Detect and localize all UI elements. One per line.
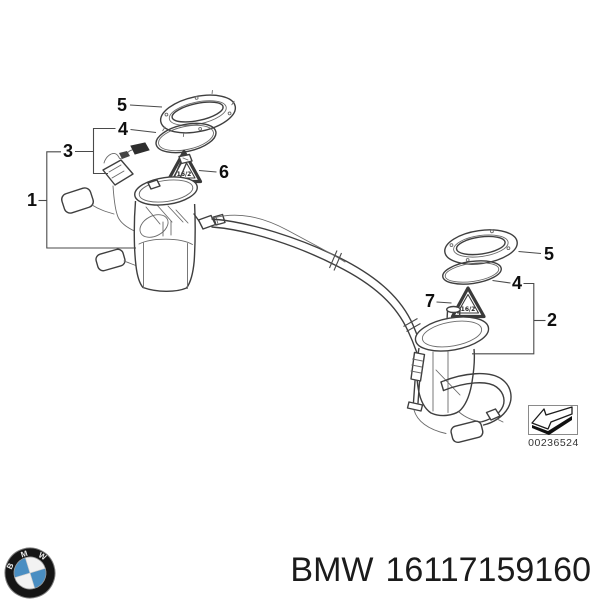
warning-glyph-right: 16/2 <box>461 306 476 313</box>
callout-5-left: 5 <box>117 95 127 115</box>
callout-2: 2 <box>547 310 557 330</box>
bmw-roundel-logo: B M W <box>4 547 56 599</box>
left-fuel-pump-assembly <box>133 153 226 293</box>
left-level-sensor <box>102 142 150 234</box>
stamp-box <box>528 405 578 435</box>
right-fuel-pump-assembly <box>406 305 512 444</box>
adhesive-pad-upper <box>61 187 94 214</box>
callout-3: 3 <box>63 141 73 161</box>
warning-glyph-left: 16/2 <box>177 171 192 178</box>
left-locking-ring <box>159 90 237 137</box>
callout-1: 1 <box>27 190 37 210</box>
roundel-letter-b: B <box>5 561 16 570</box>
callout-7: 7 <box>425 291 435 311</box>
roundel-letter-w: W <box>37 551 48 563</box>
parts-diagram-image: 16/2 <box>27 90 579 449</box>
callout-5-right: 5 <box>544 244 554 264</box>
callout-6: 6 <box>219 162 229 182</box>
direction-arrow-icon <box>531 406 573 435</box>
left-o-ring-seal <box>155 122 217 154</box>
part-number-text: BMW 16117159160 <box>290 551 591 590</box>
callout-4-left: 4 <box>118 119 128 139</box>
roundel-letter-m: M <box>20 549 29 560</box>
callout-4-right: 4 <box>512 273 522 293</box>
right-locking-ring <box>444 229 518 265</box>
fuel-hose <box>211 214 427 367</box>
callout-lines <box>38 104 546 355</box>
brand-label: BMW <box>290 551 374 589</box>
right-o-ring-seal <box>442 260 502 285</box>
pad-wire <box>91 204 115 215</box>
stamp-number: 00236524 <box>528 437 579 449</box>
adhesive-pad-lower <box>95 248 126 272</box>
part-number: 16117159160 <box>385 551 591 589</box>
